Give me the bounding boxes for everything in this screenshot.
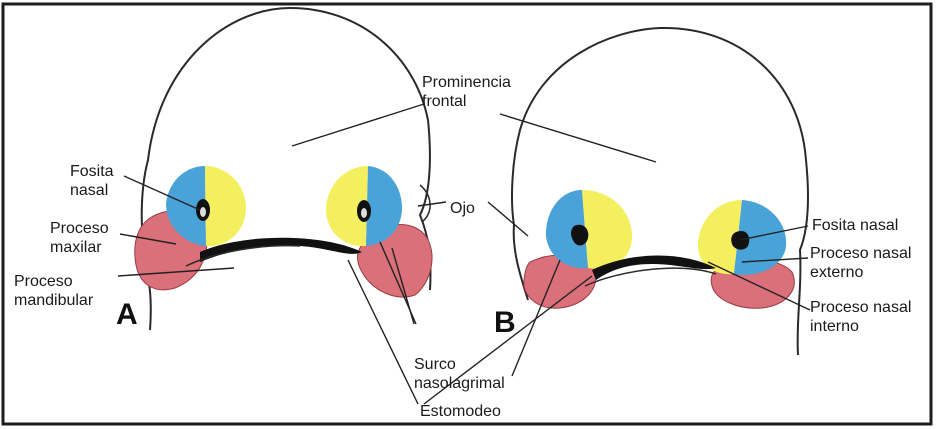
label-interno-line1: Proceso nasal: [810, 298, 911, 317]
label-mandibular-line1: Proceso: [14, 272, 93, 291]
label-maxilar-line1: Proceso: [50, 219, 109, 238]
label-proceso-maxilar: Proceso maxilar: [50, 219, 109, 257]
label-surco-line1: Surco: [414, 355, 505, 374]
embryo-b: [512, 28, 808, 355]
label-ojo: Ojo: [450, 199, 475, 218]
label-surco-line2: nasolagrimal: [414, 374, 505, 393]
label-maxilar-line2: maxilar: [50, 238, 109, 257]
label-fosita-nasal-a: Fosita nasal: [70, 162, 114, 200]
label-externo-line1: Proceso nasal: [810, 244, 911, 263]
label-fosita-a-line1: Fosita: [70, 162, 114, 181]
label-proceso-nasal-interno: Proceso nasal interno: [810, 298, 911, 336]
panel-letter-a: A: [116, 298, 138, 332]
label-fosita-a-line2: nasal: [70, 181, 114, 200]
label-mandibular-line2: mandibular: [14, 291, 93, 310]
label-interno-line2: interno: [810, 317, 911, 336]
label-externo-line2: externo: [810, 263, 911, 282]
panel-letter-b: B: [494, 306, 516, 340]
label-fosita-nasal-b: Fosita nasal: [812, 216, 898, 235]
label-proceso-mandibular: Proceso mandibular: [14, 272, 93, 310]
label-prominencia-line1: Prominencia: [422, 73, 511, 92]
label-prominencia-line2: frontal: [422, 92, 511, 111]
label-estomodeo: Estomodeo: [420, 402, 501, 421]
label-surco-nasolagrimal: Surco nasolagrimal: [414, 355, 505, 393]
nasal-pit-a-right-inner: [361, 208, 367, 218]
label-prominencia-frontal: Prominencia frontal: [422, 73, 511, 111]
label-proceso-nasal-externo: Proceso nasal externo: [810, 244, 911, 282]
nasal-pit-a-left-inner: [200, 207, 206, 217]
embryo-a: [135, 8, 432, 330]
